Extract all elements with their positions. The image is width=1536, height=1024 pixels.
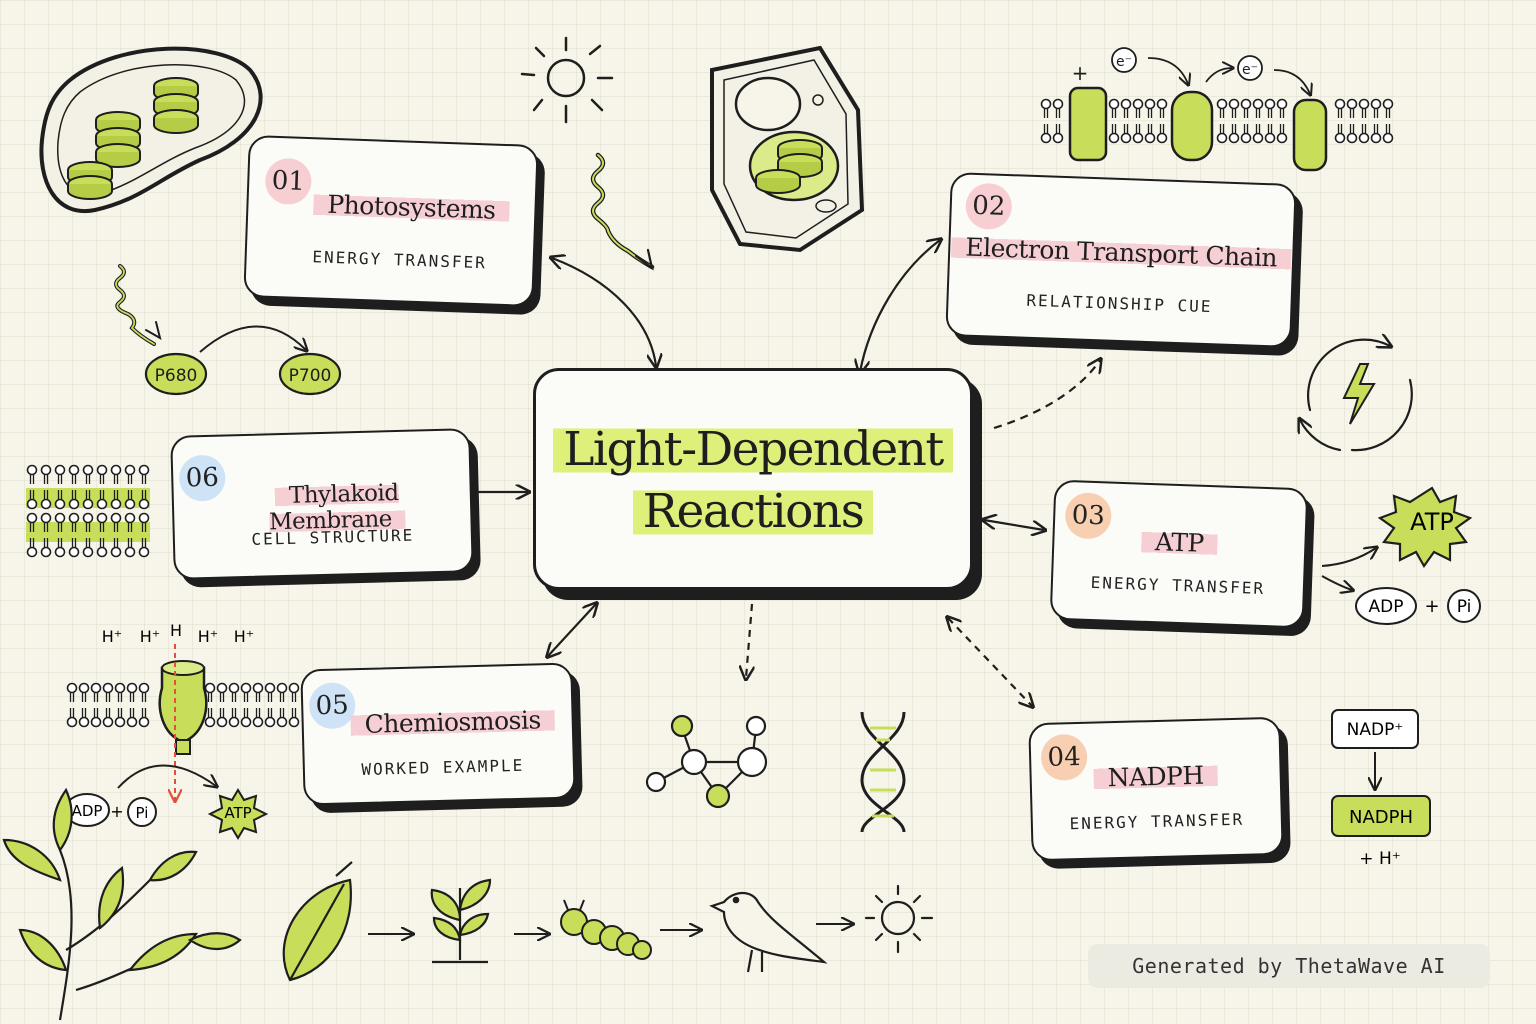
pi-circle [1447,589,1481,623]
sun-small-icon [864,884,934,954]
topic-card-chemiosmosis[interactable]: 05 Chemiosmosis WORKED EXAMPLE [300,662,576,806]
topic-subtitle: ENERGY TRANSFER [1090,572,1266,599]
topic-title: Photosystems [288,188,535,226]
topic-number-badge: 02 [965,182,1013,231]
h-plus-label-4: H⁺ [234,627,254,646]
connector-arrows [470,240,1100,706]
topic-card-nadph[interactable]: 04 NADPH ENERGY TRANSFER [1028,716,1284,862]
topic-title: NADPH [1031,759,1280,794]
plant-cell-icon [710,45,865,253]
p680-badge [144,352,208,396]
atp-synthase-icon [64,644,300,840]
topic-card-photosystems[interactable]: 01 Photosystems ENERGY TRANSFER [243,134,539,308]
plus-h-label: + H⁺ [1359,849,1400,869]
nadp-plus-box [1331,709,1419,749]
energy-cycle-icon [1300,340,1413,452]
sprout-icon [430,878,492,964]
central-topic-line2: Reactions [632,484,874,539]
bird-icon [709,891,828,973]
synthase-atp-label: ATP [224,804,251,822]
topic-subtitle: WORKED EXAMPLE [361,755,525,780]
membrane-proteins-icon [1040,47,1394,172]
atp-star-badge [1377,486,1473,569]
topic-subtitle: ENERGY TRANSFER [312,247,488,273]
topic-card-thylakoid-membrane[interactable]: 06 Thylakoid Membrane CELL STRUCTURE [170,428,474,580]
adp-oval [1355,587,1417,625]
leaf-icon [282,861,353,982]
p680-to-p700-arrow [199,325,306,352]
h-plus-label-2: H⁺ [140,627,160,646]
h-plus-label-3: H⁺ [198,627,218,646]
central-topic-card[interactable]: Light-Dependent Reactions [533,368,973,590]
topic-card-electron-transport-chain[interactable]: 02 Electron Transport Chain RELATIONSHIP… [945,172,1297,348]
sun-icon [520,36,614,124]
topic-subtitle: RELATIONSHIP CUE [1026,290,1213,317]
nadph-box [1331,795,1431,837]
light-wave-icon [114,152,655,346]
adp-output-arrow [1321,575,1352,590]
molecule-icon [645,714,768,809]
synthase-plus-label: + [110,802,123,821]
synthase-pi-label: Pi [136,804,149,822]
footer-credit: Generated by ThetaWave AI [1088,944,1490,988]
topic-title: ATP [1054,524,1305,562]
h-plus-label-1: H⁺ [102,627,122,646]
leaf-branch-icon [2,787,242,1021]
chloroplast-icon [39,46,263,214]
atp-star-label: ATP [1410,508,1454,536]
central-topic-line1: Light-Dependent [553,422,953,477]
caterpillar-icon [560,899,652,960]
nadp-plus-label: NADP⁺ [1347,720,1404,740]
p700-label: P700 [289,366,332,386]
electron-label-2: e⁻ [1242,62,1258,78]
p700-badge [278,352,342,396]
topic-subtitle: ENERGY TRANSFER [1069,809,1245,834]
adp-plus-label: + [1424,596,1439,617]
pi-label: Pi [1457,597,1472,617]
electron-label-1: e⁻ [1116,54,1132,70]
synthase-adp-label: ADP [72,802,103,820]
central-topic-title: Light-Dependent Reactions [536,419,970,543]
topic-title: Chemiosmosis [333,704,572,740]
membrane-plus-label: + [1072,61,1089,85]
thylakoid-stack-icon [26,464,150,558]
p680-label: P680 [155,366,198,386]
atp-output-arrow [1321,548,1376,567]
topic-title: Electron Transport Chain [950,232,1293,273]
h-label: H [170,621,182,640]
dna-icon [860,711,906,833]
topic-card-atp[interactable]: 03 ATP ENERGY TRANSFER [1049,479,1309,629]
adp-label: ADP [1369,597,1404,617]
nadph-box-label: NADPH [1349,807,1413,828]
